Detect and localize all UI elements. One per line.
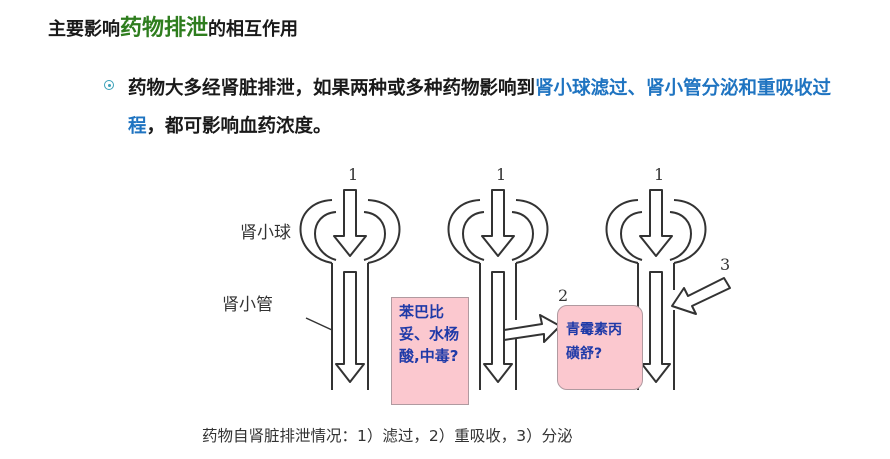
diagram-caption: 药物自肾脏排泄情况：1）滤过，2）重吸收，3）分泌 xyxy=(202,427,573,445)
paragraph-text-2: ，都可影响血药浓度。 xyxy=(146,116,332,137)
reabsorption-drug-note: 苯巴比妥、水杨酸,中毒? xyxy=(391,297,469,405)
arrow-label-2: 2 xyxy=(558,286,568,305)
arrow-label-1c: 1 xyxy=(654,165,664,184)
title-suffix: 的相互作用 xyxy=(208,19,299,40)
arrow-label-1b: 1 xyxy=(496,165,506,184)
arrow-filtration-3 xyxy=(639,189,673,257)
slide-title: 主要影响药物排泄的相互作用 xyxy=(48,10,298,42)
arrow-filtration xyxy=(333,189,367,257)
bullet-paragraph: 药物大多经肾脏排泄，如果两种或多种药物影响到肾小球滤过、肾小管分泌和重吸收过程，… xyxy=(128,70,848,146)
arrow-tubule-flow xyxy=(335,271,365,383)
nephron-unit-filtration: 1 肾小球 肾小管 xyxy=(222,165,401,390)
tubule-pointer-line xyxy=(305,317,333,331)
arrow-label-3: 3 xyxy=(720,255,730,274)
title-highlight: 药物排泄 xyxy=(120,16,209,41)
bullet-icon xyxy=(104,80,114,90)
arrow-label-1a: 1 xyxy=(348,165,358,184)
arrow-tubule-flow-3 xyxy=(641,271,671,383)
arrow-reabsorption xyxy=(503,314,561,343)
label-tubule: 肾小管 xyxy=(222,295,273,315)
arrow-filtration-2 xyxy=(481,189,515,257)
nephron-unit-reabsorption: 1 2 xyxy=(447,165,568,390)
kidney-excretion-diagram: 1 肾小球 肾小管 1 2 xyxy=(222,165,731,390)
nephron-unit-secretion: 1 3 xyxy=(605,165,731,390)
secretion-drug-note: 青霉素丙磺舒? xyxy=(557,305,643,390)
paragraph-blue-text: 肾小球滤过、肾小管分泌和重吸收过程 xyxy=(128,78,832,137)
arrow-tubule-flow-2 xyxy=(483,271,513,383)
paragraph-text-1: 药物大多经肾脏排泄，如果两种或多种药物影响到 xyxy=(128,78,536,99)
title-prefix: 主要影响 xyxy=(48,19,120,40)
label-glomerulus: 肾小球 xyxy=(240,223,291,243)
arrow-secretion xyxy=(671,277,731,315)
